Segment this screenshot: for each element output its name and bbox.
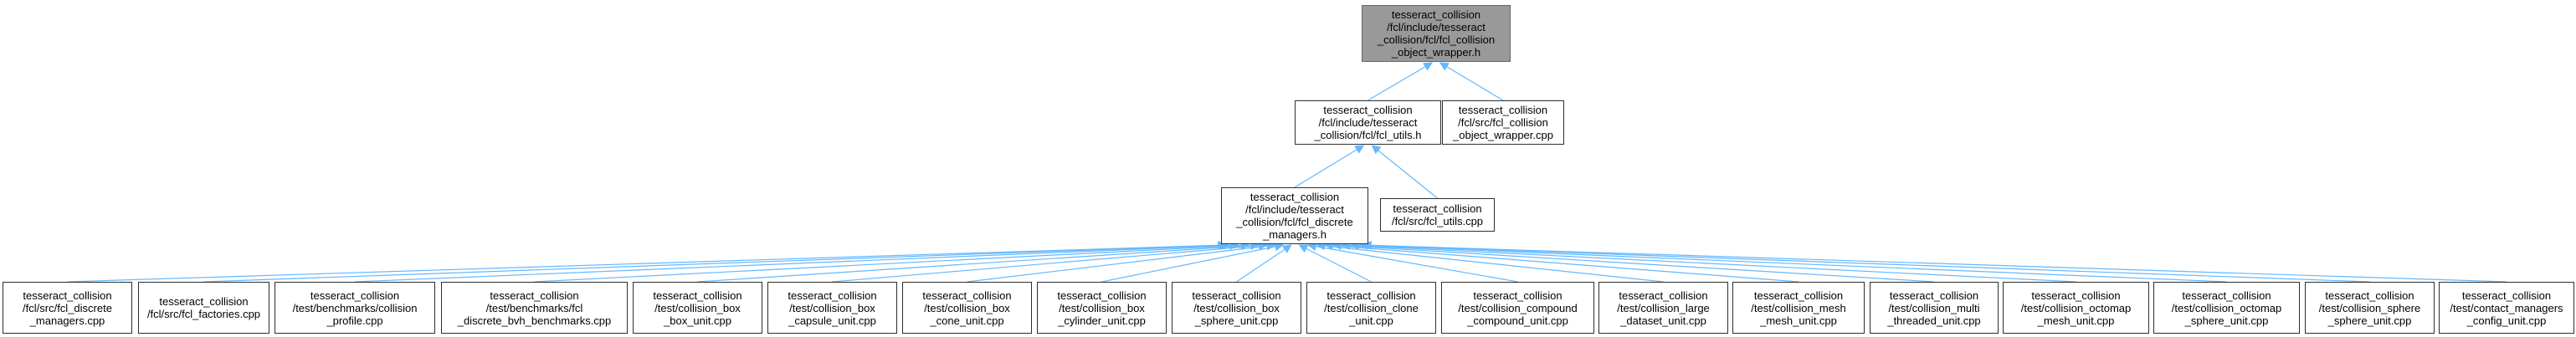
edge-l17-to-discrete_h [1362,240,2507,283]
node-label: tesseract_collision /test/collision_octo… [2020,288,2132,327]
node-label: tesseract_collision /test/collision_octo… [2171,288,2282,327]
node-fcl-discrete-bvh-benchmarks-cpp[interactable]: tesseract_collision /test/benchmarks/fcl… [441,282,628,334]
node-label: tesseract_collision /test/collision_comp… [1458,288,1578,327]
node-label: tesseract_collision /test/collision_clon… [1324,288,1419,327]
node-collision-multi-threaded-unit-cpp[interactable]: tesseract_collision /test/collision_mult… [1870,282,1999,334]
edge-l1-to-discrete_h [203,240,1230,283]
node-fcl-collision-object-wrapper-h: tesseract_collision /fcl/include/tessera… [1362,5,1511,62]
node-fcl-discrete-managers-h[interactable]: tesseract_collision /fcl/include/tessera… [1221,187,1368,244]
node-collision-sphere-sphere-unit-cpp[interactable]: tesseract_collision /test/collision_sphe… [2305,282,2435,334]
node-label: tesseract_collision /test/contact_manage… [2450,288,2563,327]
edge-l4-to-discrete_h [697,241,1260,283]
edge-l16-to-discrete_h [1357,240,2370,283]
node-label: tesseract_collision /test/collision_sphe… [2318,288,2421,327]
edge-l15-to-discrete_h [1349,241,2227,283]
node-label: tesseract_collision /test/collision_box … [788,288,877,327]
edge-utils_h-to-root [1368,62,1434,101]
node-collision-box-box-unit-cpp[interactable]: tesseract_collision /test/collision_box … [633,282,762,334]
node-label: tesseract_collision /test/collision_mesh… [1751,288,1846,327]
node-fcl-utils-cpp[interactable]: tesseract_collision /fcl/src/fcl_utils.c… [1380,198,1495,232]
edge-l5-to-discrete_h [832,241,1268,283]
node-label: tesseract_collision /fcl/src/fcl_discret… [23,288,112,327]
node-collision-profile-cpp[interactable]: tesseract_collision /test/benchmarks/col… [275,282,435,334]
node-label: tesseract_collision /fcl/src/fcl_utils.c… [1391,202,1484,227]
node-collision-octomap-sphere-unit-cpp[interactable]: tesseract_collision /test/collision_octo… [2153,282,2300,334]
edge-l10-to-discrete_h [1306,242,1518,283]
node-fcl-collision-object-wrapper-cpp[interactable]: tesseract_collision /fcl/src/fcl_collisi… [1442,100,1564,145]
edge-l0-to-discrete_h [67,240,1228,283]
edge-l11-to-discrete_h [1316,241,1664,283]
edge-l6-to-discrete_h [967,241,1276,283]
node-label: tesseract_collision /test/benchmarks/col… [292,288,418,327]
node-fcl-utils-h[interactable]: tesseract_collision /fcl/include/tessera… [1295,100,1441,145]
node-label: tesseract_collision /test/benchmarks/fcl… [457,288,612,327]
node-label: tesseract_collision /fcl/include/tessera… [1314,104,1422,141]
edge-discrete_h-to-utils_h [1294,145,1365,188]
node-collision-clone-unit-cpp[interactable]: tesseract_collision /test/collision_clon… [1306,282,1436,334]
node-label: tesseract_collision /test/collision_box … [653,288,742,327]
node-label: tesseract_collision /test/collision_larg… [1617,288,1710,327]
node-collision-large-dataset-unit-cpp[interactable]: tesseract_collision /test/collision_larg… [1598,282,1728,334]
node-label: tesseract_collision /fcl/include/tessera… [1377,8,1496,59]
node-fcl-factories-cpp[interactable]: tesseract_collision /fcl/src/fcl_factori… [138,282,269,334]
edge-wrapper_cpp-to-root [1439,62,1504,101]
edge-l8-to-discrete_h [1236,244,1292,283]
edge-utils_cpp-to-utils_h [1371,145,1438,199]
node-collision-box-cone-unit-cpp[interactable]: tesseract_collision /test/collision_box … [902,282,1032,334]
node-fcl-discrete-managers-cpp[interactable]: tesseract_collision /fcl/src/fcl_discret… [3,282,132,334]
node-contact-managers-config-unit-cpp[interactable]: tesseract_collision /test/contact_manage… [2439,282,2574,334]
edge-l12-to-discrete_h [1324,241,1799,283]
node-label: tesseract_collision /fcl/include/tessera… [1236,191,1353,241]
edge-l9-to-discrete_h [1298,244,1372,283]
node-label: tesseract_collision /test/collision_box … [1057,288,1147,327]
node-label: tesseract_collision /fcl/src/fcl_factori… [146,295,261,320]
node-collision-box-sphere-unit-cpp[interactable]: tesseract_collision /test/collision_box … [1172,282,1301,334]
node-collision-mesh-mesh-unit-cpp[interactable]: tesseract_collision /test/collision_mesh… [1732,282,1865,334]
edge-l14-to-discrete_h [1340,241,2076,283]
node-collision-box-cylinder-unit-cpp[interactable]: tesseract_collision /test/collision_box … [1037,282,1167,334]
edge-l7-to-discrete_h [1101,242,1285,283]
node-collision-compound-compound-unit-cpp[interactable]: tesseract_collision /test/collision_comp… [1441,282,1594,334]
node-collision-box-capsule-unit-cpp[interactable]: tesseract_collision /test/collision_box … [767,282,897,334]
node-label: tesseract_collision /test/collision_mult… [1887,288,1981,327]
edge-l2-to-discrete_h [354,241,1239,283]
node-label: tesseract_collision /test/collision_box … [1192,288,1281,327]
edge-l3-to-discrete_h [534,241,1250,283]
edge-l13-to-discrete_h [1332,241,1935,283]
node-label: tesseract_collision /fcl/src/fcl_collisi… [1453,104,1553,141]
node-label: tesseract_collision /test/collision_box … [922,288,1012,327]
node-collision-octomap-mesh-unit-cpp[interactable]: tesseract_collision /test/collision_octo… [2003,282,2149,334]
